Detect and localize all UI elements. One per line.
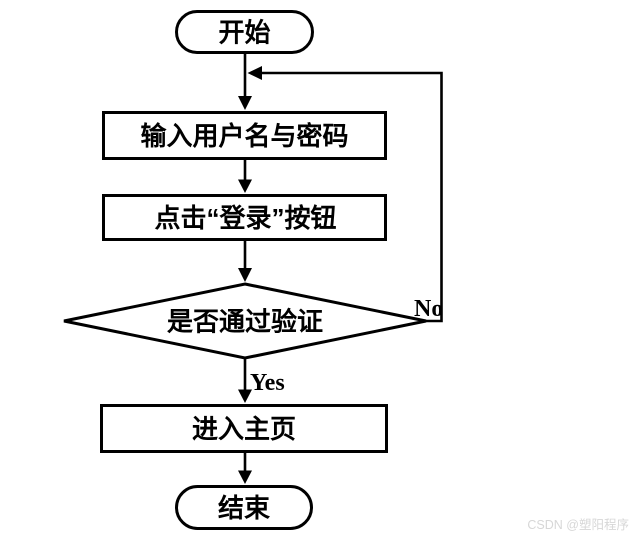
arrowhead-feedback-left: [247, 66, 262, 80]
process-input-credentials: [102, 111, 387, 160]
process-enter-homepage: [100, 404, 388, 453]
end-node-label: 结束: [218, 493, 271, 523]
start-node: [175, 10, 314, 54]
process-click-login: [102, 194, 387, 241]
process-home-label: 进入主页: [192, 414, 296, 444]
watermark: CSDN @塑阳程序: [527, 517, 629, 532]
edge-label-yes: Yes: [250, 370, 285, 396]
start-node-label: 开始: [218, 18, 270, 48]
process-input-label: 输入用户名与密码: [140, 121, 348, 151]
end-node: [175, 485, 313, 530]
arrowhead-into-click: [238, 179, 252, 193]
arrowhead-into-input: [238, 96, 252, 110]
edge-no-feedback: [261, 71, 443, 323]
decision-verification: [63, 282, 427, 360]
arrowhead-into-end: [238, 470, 252, 484]
edge-label-no: No: [414, 296, 443, 322]
arrowhead-into-home: [238, 389, 252, 403]
arrowhead-into-decision: [238, 268, 252, 282]
decision-label: 是否通过验证: [167, 307, 323, 337]
process-click-label: 点击“登录”按钮: [154, 203, 336, 233]
